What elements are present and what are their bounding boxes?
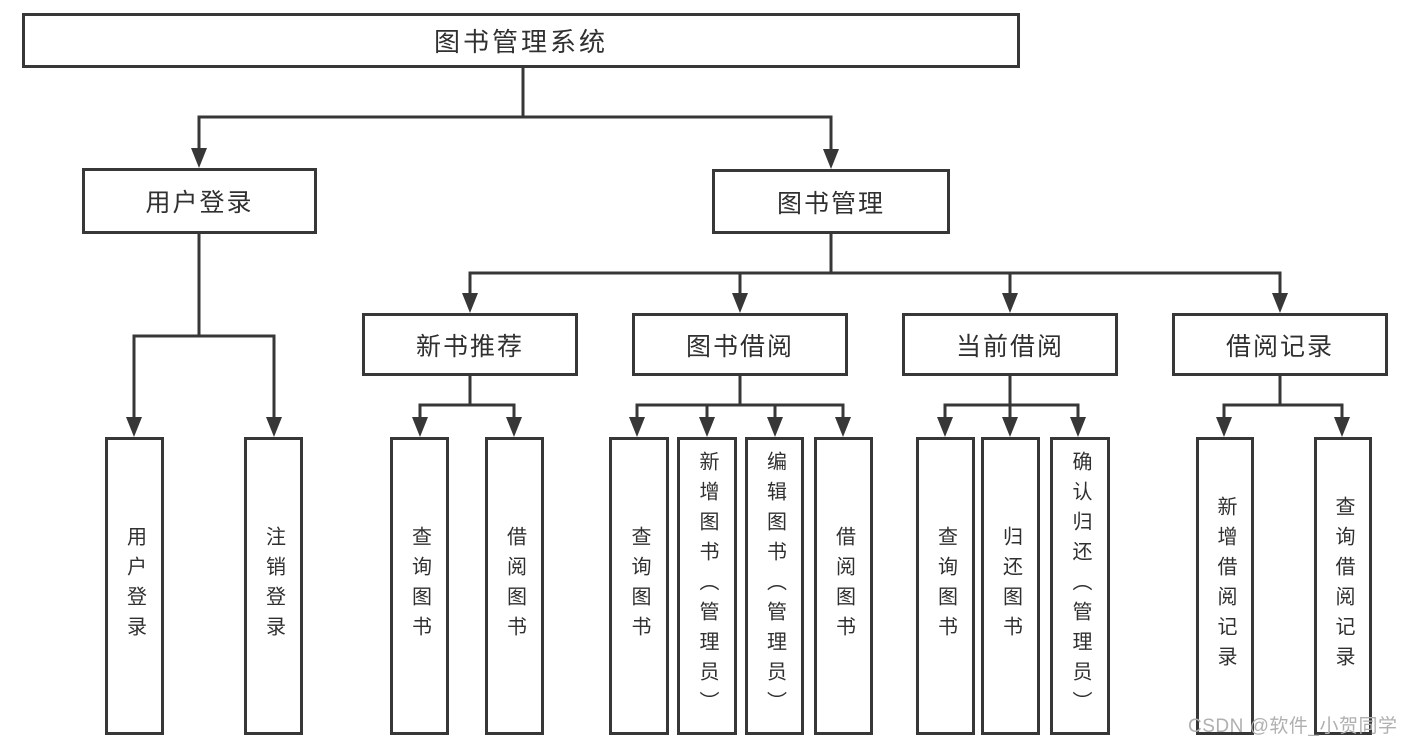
- node-new-book-recommendation-label: 新书推荐: [415, 332, 524, 361]
- node-book-management: 图书管理: [712, 169, 950, 234]
- node-user-login-label: 用户登录: [145, 189, 254, 217]
- leaf-add-borrow-record-label: 新增借阅记录: [1214, 496, 1236, 676]
- csdn-watermark: CSDN @软件_小贺同学: [1188, 716, 1398, 737]
- leaf-borrowing-borrow-books: 借阅图书: [814, 437, 873, 735]
- leaf-user-login-label: 用户登录: [123, 526, 146, 646]
- leaf-recommend-borrow-books: 借阅图书: [485, 437, 544, 735]
- node-book-management-label: 图书管理: [776, 189, 885, 218]
- leaf-add-book-admin: 新增图书（管理员）: [677, 437, 737, 735]
- connector-root: [191, 68, 839, 169]
- node-book-borrowing-label: 图书借阅: [685, 332, 794, 361]
- connector-current-borrowing: [937, 376, 1086, 437]
- leaf-borrowing-query-books: 查询图书: [609, 437, 669, 735]
- leaf-confirm-return-admin-label: 确认归还（管理员）: [1069, 451, 1091, 721]
- leaf-current-query-books: 查询图书: [916, 437, 975, 735]
- leaf-recommend-query-books-label: 查询图书: [408, 526, 431, 646]
- leaf-current-query-books-label: 查询图书: [934, 526, 957, 646]
- node-book-borrowing: 图书借阅: [632, 313, 848, 376]
- node-new-book-recommendation: 新书推荐: [362, 313, 578, 376]
- connector-new-book-recommendation: [412, 376, 522, 437]
- leaf-query-borrow-record: 查询借阅记录: [1314, 437, 1372, 735]
- node-current-borrowing: 当前借阅: [902, 313, 1118, 376]
- leaf-edit-book-admin-label: 编辑图书（管理员）: [763, 451, 786, 721]
- leaf-borrowing-borrow-books-label: 借阅图书: [832, 526, 855, 646]
- leaf-user-login: 用户登录: [105, 437, 164, 735]
- connector-borrowing-records: [1216, 376, 1350, 437]
- leaf-add-book-admin-label: 新增图书（管理员）: [696, 451, 718, 721]
- node-root-label: 图书管理系统: [433, 27, 608, 57]
- leaf-logout-label: 注销登录: [262, 526, 285, 646]
- node-current-borrowing-label: 当前借阅: [955, 332, 1064, 361]
- node-borrowing-records: 借阅记录: [1172, 313, 1388, 376]
- leaf-add-borrow-record: 新增借阅记录: [1196, 437, 1254, 735]
- connector-book-management: [462, 234, 1288, 313]
- leaf-query-borrow-record-label: 查询借阅记录: [1332, 496, 1354, 676]
- connector-book-borrowing: [629, 376, 851, 437]
- leaf-return-books: 归还图书: [981, 437, 1040, 735]
- leaf-logout: 注销登录: [244, 437, 303, 735]
- leaf-return-books-label: 归还图书: [999, 526, 1022, 646]
- leaf-edit-book-admin: 编辑图书（管理员）: [745, 437, 804, 735]
- node-root: 图书管理系统: [22, 13, 1020, 68]
- connector-user-login: [126, 234, 282, 437]
- node-borrowing-records-label: 借阅记录: [1225, 332, 1334, 361]
- node-user-login: 用户登录: [82, 168, 317, 234]
- leaf-recommend-borrow-books-label: 借阅图书: [503, 526, 526, 646]
- leaf-borrowing-query-books-label: 查询图书: [628, 526, 650, 646]
- leaf-confirm-return-admin: 确认归还（管理员）: [1050, 437, 1110, 735]
- leaf-recommend-query-books: 查询图书: [390, 437, 449, 735]
